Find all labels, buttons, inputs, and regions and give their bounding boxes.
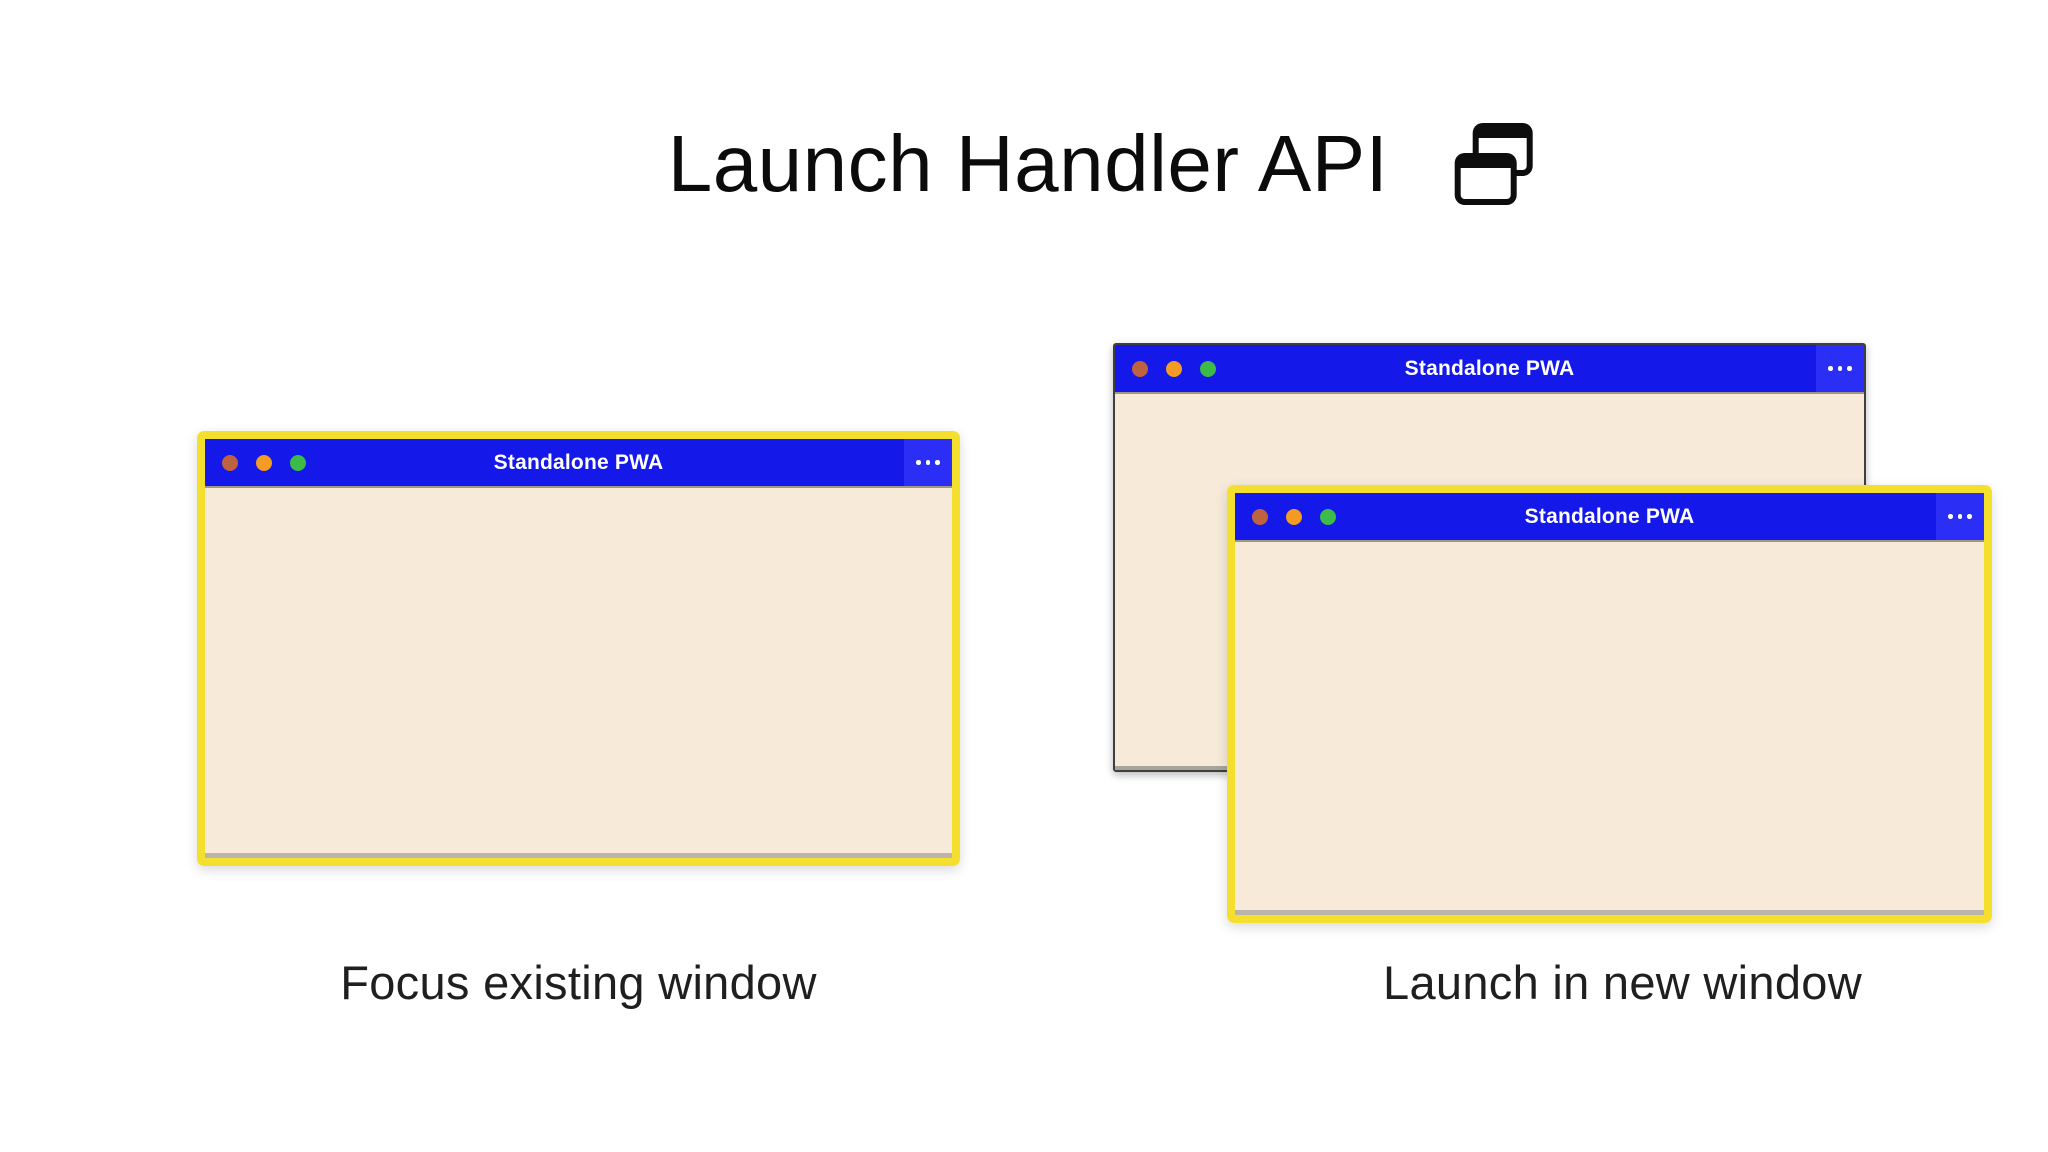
maximize-button[interactable] [1320, 508, 1336, 525]
window-title: Standalone PWA [1404, 356, 1575, 380]
window-content [205, 486, 952, 858]
maximize-button[interactable] [1200, 360, 1216, 377]
mock-window-new: Standalone PWA [1227, 485, 1992, 923]
ellipsis-icon [916, 460, 940, 465]
window-titlebar: Standalone PWA [1115, 345, 1864, 392]
window-titlebar: Standalone PWA [1235, 493, 1984, 540]
traffic-lights [1115, 360, 1216, 377]
front-window-glyph [1454, 153, 1517, 205]
ellipsis-dot [1967, 514, 1972, 519]
more-menu-button[interactable] [904, 439, 952, 486]
ellipsis-icon [1828, 366, 1852, 371]
ellipsis-dot [1957, 514, 1963, 519]
ellipsis-dot [1948, 514, 1953, 519]
overlapping-windows-icon [1454, 123, 1533, 205]
mock-window-existing: Standalone PWA [197, 431, 960, 866]
traffic-lights [205, 454, 306, 471]
more-menu-button[interactable] [1936, 493, 1984, 540]
window-title: Standalone PWA [493, 450, 664, 474]
traffic-lights [1235, 508, 1336, 525]
maximize-button[interactable] [290, 454, 306, 471]
ellipsis-dot [935, 460, 940, 465]
ellipsis-dot [1828, 366, 1833, 371]
page-title: Launch Handler API [667, 119, 1389, 208]
more-menu-button[interactable] [1816, 345, 1864, 392]
caption-launch-new: Launch in new window [1383, 956, 1862, 1009]
ellipsis-dot [925, 460, 931, 465]
ellipsis-dot [916, 460, 921, 465]
window-title: Standalone PWA [1524, 504, 1695, 528]
close-button[interactable] [222, 454, 238, 471]
window-titlebar: Standalone PWA [205, 439, 952, 486]
ellipsis-icon [1948, 514, 1972, 519]
window-content [1235, 540, 1984, 915]
close-button[interactable] [1132, 360, 1148, 377]
ellipsis-dot [1847, 366, 1852, 371]
close-button[interactable] [1252, 508, 1268, 525]
page-header: Launch Handler API [668, 118, 1533, 210]
caption-focus-existing: Focus existing window [340, 956, 817, 1009]
minimize-button[interactable] [256, 454, 272, 471]
minimize-button[interactable] [1166, 360, 1182, 377]
ellipsis-dot [1837, 366, 1843, 371]
minimize-button[interactable] [1286, 508, 1302, 525]
